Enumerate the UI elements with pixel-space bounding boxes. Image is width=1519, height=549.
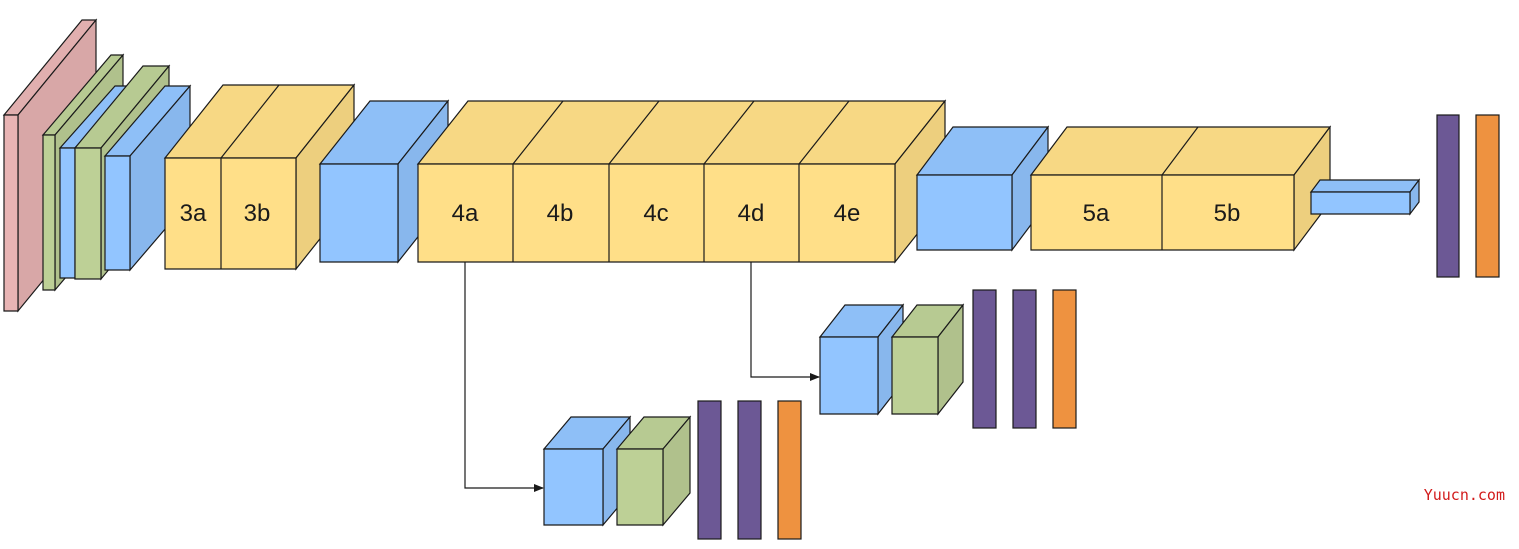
inception-4-divider-top: [798, 100, 850, 165]
avgpool-blue-front: [1310, 191, 1411, 215]
aux2-conv-front: [891, 336, 939, 415]
inception-3-divider-top: [220, 84, 280, 159]
input-layer-front: [3, 114, 19, 312]
pool-blue-1-front: [104, 155, 131, 271]
label-4c: 4c: [643, 200, 668, 227]
inception-4-top: [416, 100, 947, 165]
aux2-fc-bar-1: [972, 289, 997, 429]
conv-green-1-front: [42, 134, 56, 291]
inception-5-divider-top: [1161, 126, 1199, 176]
inception-4-divider-top: [512, 100, 564, 165]
watermark-text: Yuucn.com: [1423, 486, 1505, 504]
auxiliary-connectors: [464, 262, 820, 492]
inception-4-front: [417, 163, 896, 263]
label-4b: 4b: [547, 200, 574, 227]
aux1-fc-bar-2: [737, 400, 762, 540]
aux2-pool-front: [819, 336, 879, 415]
conv-blue-1-front: [59, 147, 76, 279]
aux1-pool-front: [543, 448, 604, 526]
conv-green-2-front: [74, 147, 102, 280]
label-5a: 5a: [1083, 200, 1110, 227]
label-4e: 4e: [834, 200, 861, 227]
label-3b: 3b: [244, 200, 271, 227]
connector-4d-to-aux2: [750, 262, 820, 381]
pool-blue-3-front: [916, 174, 1013, 251]
aux1-fc-bar-1: [697, 400, 722, 540]
main-fc-bar: [1436, 114, 1460, 278]
label-4a: 4a: [452, 200, 479, 227]
main-softmax-bar: [1475, 114, 1500, 278]
aux2-softmax-bar: [1052, 289, 1077, 429]
label-5b: 5b: [1214, 200, 1241, 227]
label-3a: 3a: [180, 200, 207, 227]
block-labels: 3a 3b 4a 4b 4c 4d 4e 5a 5b: [180, 200, 1241, 227]
layer-blocks: [2, 18, 1500, 540]
inception-3-front: [164, 157, 297, 270]
inception-4-divider-top: [703, 100, 755, 165]
aux1-softmax-bar: [777, 400, 802, 540]
aux1-conv-front: [616, 448, 664, 526]
avgpool-blue-top: [1309, 179, 1421, 193]
inception-4-divider-top: [608, 100, 660, 165]
label-4d: 4d: [738, 200, 765, 227]
pool-blue-2-front: [319, 163, 399, 263]
connector-4a-to-aux1: [464, 262, 544, 492]
aux2-fc-bar-2: [1012, 289, 1037, 429]
